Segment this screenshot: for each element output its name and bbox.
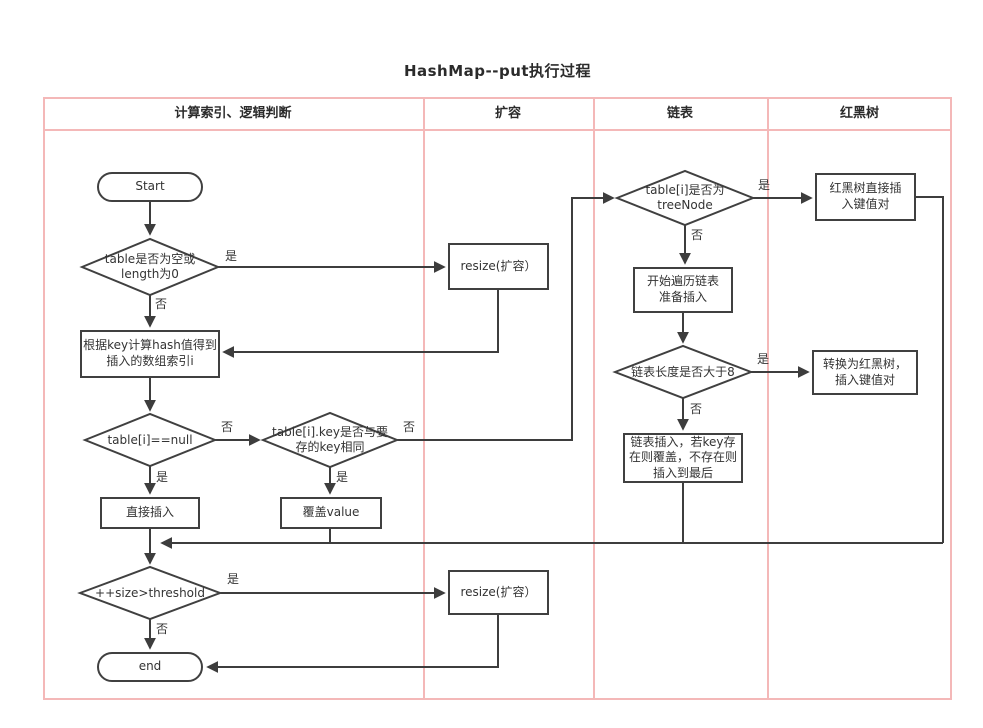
node-check-treenode: table[i]是否为treeNode — [645, 183, 725, 212]
node-calc-hash: 根据key计算hash值得到插入的数组索引i — [80, 330, 220, 378]
edge-label-check-null-no: 否 — [221, 420, 234, 434]
node-rbtree-insert: 红黑树直接插入键值对 — [815, 173, 916, 221]
node-start: Start — [97, 172, 203, 202]
lane-divider-3 — [767, 97, 769, 700]
diagram-title: HashMap--put执行过程 — [403, 62, 592, 80]
edge-label-check-length-no: 否 — [690, 402, 703, 416]
edge-label-check-same-key-no: 否 — [403, 420, 416, 434]
edge-label-check-same-key-yes: 是 — [336, 470, 349, 484]
edge-label-check-threshold-yes: 是 — [227, 572, 240, 586]
node-list-insert: 链表插入，若key存在则覆盖，不存在则插入到最后 — [623, 433, 743, 483]
lane-divider-1 — [423, 97, 425, 700]
lane-header-index-logic: 计算索引、逻辑判断 — [174, 106, 292, 121]
lane-divider-2 — [593, 97, 595, 700]
node-check-table-empty: table是否为空或length为0 — [104, 252, 196, 281]
edge-label-check-treenode-no: 否 — [691, 228, 704, 242]
edge-label-check-length-yes: 是 — [757, 352, 770, 366]
node-check-list-length: 链表长度是否大于8 — [631, 364, 735, 379]
lane-header-separator — [43, 129, 952, 131]
node-check-null: table[i]==null — [107, 432, 193, 447]
node-direct-insert: 直接插入 — [100, 497, 200, 529]
swimlane-frame — [43, 97, 952, 700]
node-check-threshold: ++size>threshold — [95, 585, 205, 600]
node-resize-bottom: resize(扩容） — [448, 570, 549, 615]
lane-header-resize: 扩容 — [494, 106, 521, 121]
node-resize-top: resize(扩容） — [448, 243, 549, 290]
node-traverse-list: 开始遍历链表准备插入 — [633, 267, 733, 313]
edge-label-check-threshold-no: 否 — [156, 622, 169, 636]
node-end: end — [97, 652, 203, 682]
lane-header-rbtree: 红黑树 — [839, 106, 879, 121]
edge-label-check-empty-no: 否 — [155, 297, 168, 311]
node-overwrite-value: 覆盖value — [280, 497, 382, 529]
lane-header-linkedlist: 链表 — [666, 106, 693, 121]
edge-label-check-null-yes: 是 — [156, 470, 169, 484]
edge-label-check-treenode-yes: 是 — [758, 178, 771, 192]
node-check-same-key: table[i].key是否与要存的key相同 — [272, 425, 388, 454]
node-convert-rbtree: 转换为红黑树，插入键值对 — [812, 350, 918, 395]
edge-label-check-empty-yes: 是 — [225, 249, 238, 263]
